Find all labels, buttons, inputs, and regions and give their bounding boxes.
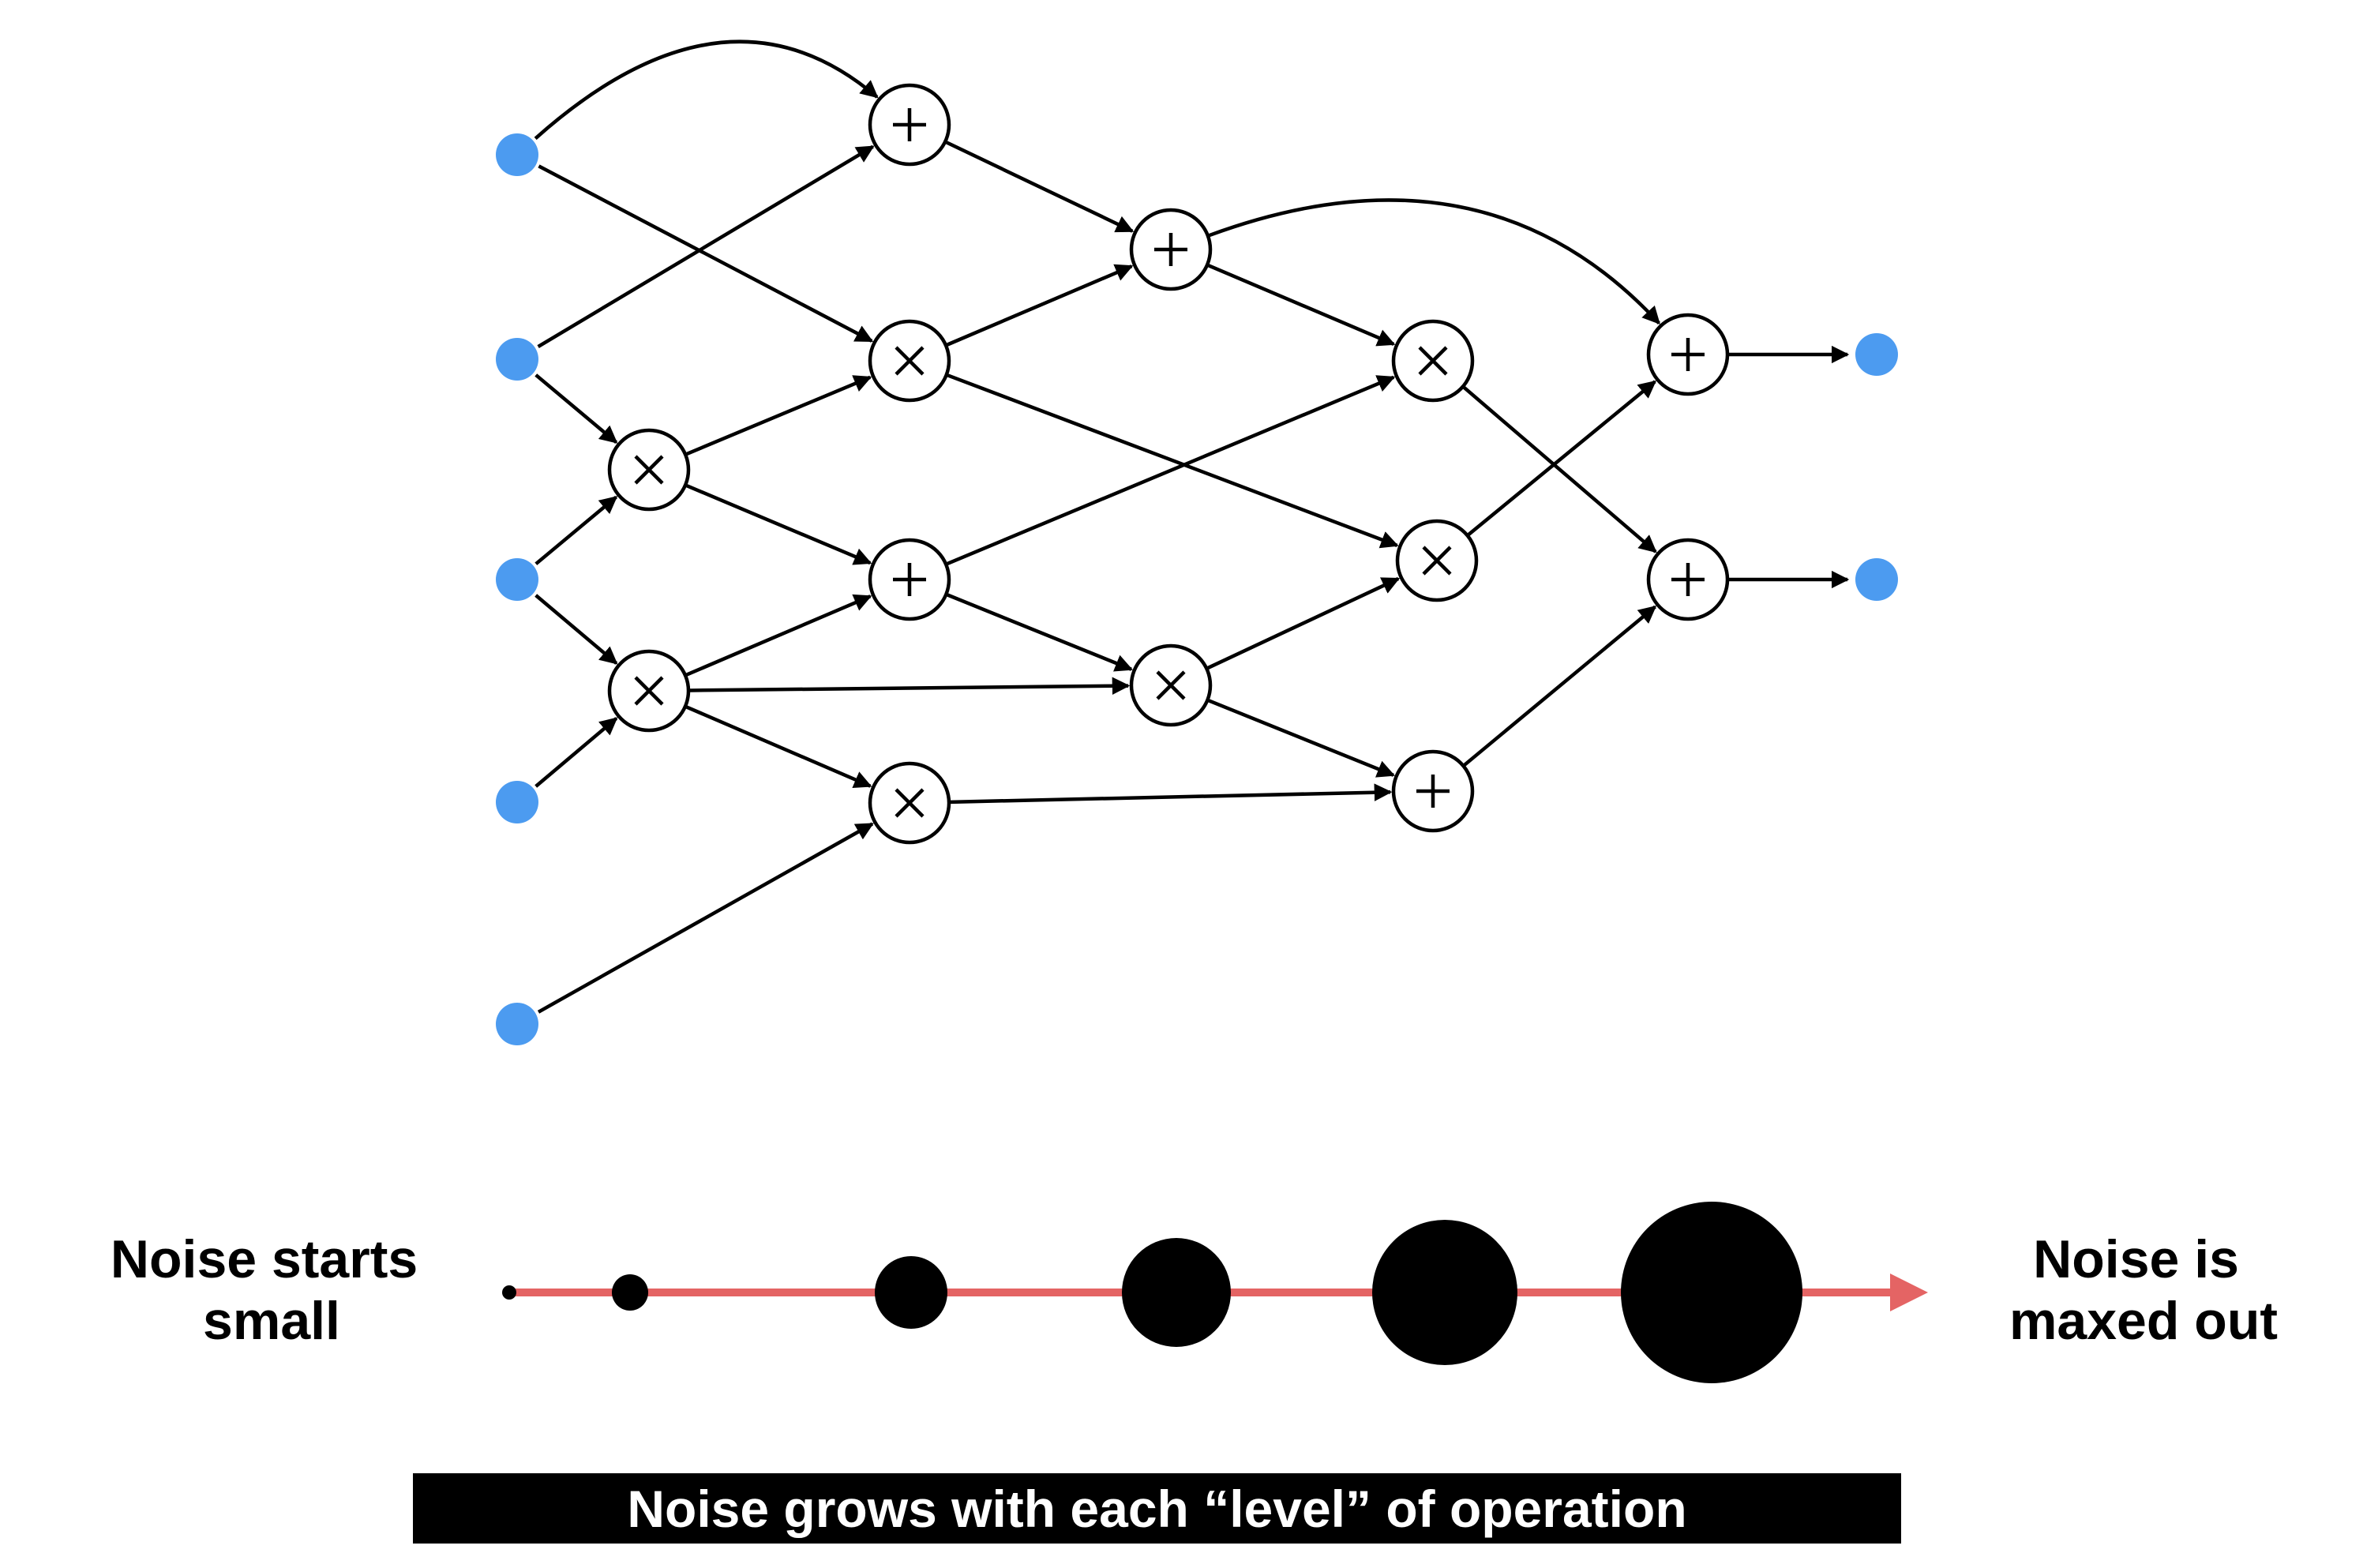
multiply-node-x5 (1395, 519, 1479, 602)
output-node-out2 (1855, 558, 1898, 601)
circuit-nodes (496, 83, 1898, 1045)
noise-dot-level-2 (612, 1274, 648, 1311)
multiply-node-m1 (607, 428, 691, 512)
edge-m2-to-x2 (685, 705, 872, 788)
add-node-a2 (868, 538, 951, 621)
times-icon (1422, 546, 1452, 576)
edge-x3-to-x5 (1207, 576, 1401, 670)
start-label: Noise starts small (111, 1229, 433, 1351)
caption-bar: Noise grows with each “level” of operati… (413, 1473, 1901, 1544)
edge-x5-to-a5 (1467, 380, 1656, 536)
edge-x2-to-a4 (950, 783, 1393, 805)
noise-dot-level-5 (1372, 1220, 1517, 1365)
noise-dot-level-6 (1621, 1202, 1802, 1383)
input-node-in2 (496, 338, 538, 381)
edge-m2-to-x3 (689, 677, 1131, 696)
times-icon (895, 346, 925, 376)
multiply-node-x4 (1391, 319, 1475, 403)
plus-icon (893, 563, 926, 596)
input-node-in5 (496, 1003, 538, 1045)
multiply-node-x1 (868, 319, 951, 403)
times-icon (1418, 346, 1448, 376)
end-label: Noise is maxed out (2009, 1229, 2278, 1351)
start-label-line-1: Noise starts (111, 1229, 418, 1289)
edge-x4-to-a6 (1463, 386, 1657, 553)
edge-m2-to-a2 (685, 594, 872, 677)
caption-text: Noise grows with each “level” of operati… (627, 1479, 1687, 1538)
noise-dots (502, 1202, 1802, 1383)
times-icon (634, 676, 664, 706)
edge-in3-to-m2 (534, 594, 618, 665)
edge-in2-to-a1 (537, 144, 875, 349)
edge-a3-to-x4 (1207, 264, 1396, 347)
edge-a1-to-a3 (945, 141, 1135, 233)
add-node-a5 (1646, 313, 1730, 396)
edge-in1-to-a1 (534, 39, 879, 141)
edge-x1-to-a3 (946, 264, 1134, 347)
end-label-line-1: Noise is (2033, 1229, 2239, 1289)
noise-axis-arrowhead (1890, 1274, 1928, 1311)
edge-in1-to-x1 (538, 164, 874, 343)
edge-m1-to-x1 (686, 375, 872, 456)
plus-icon (1416, 775, 1450, 808)
times-icon (895, 788, 925, 818)
edge-a2-to-x4 (947, 375, 1396, 566)
times-icon (1156, 670, 1186, 700)
output-node-out1 (1855, 333, 1898, 376)
noise-dot-level-3 (875, 1256, 947, 1329)
edge-a2-to-x3 (947, 593, 1134, 672)
edge-x1-to-x5 (947, 373, 1399, 549)
edge-x3-to-a4 (1208, 699, 1396, 778)
input-node-in3 (496, 558, 538, 601)
add-node-a1 (868, 83, 951, 167)
edge-in3-to-m1 (534, 495, 618, 565)
edge-in2-to-m1 (534, 373, 618, 445)
edge-in5-to-x2 (537, 822, 874, 1014)
edge-a4-to-a6 (1463, 605, 1657, 767)
noise-scale: Noise starts small Noise is maxed out (111, 1202, 2278, 1383)
multiply-node-x2 (868, 761, 951, 845)
start-label-line-2: small (203, 1291, 340, 1351)
edge-m1-to-a2 (686, 484, 872, 565)
noise-dot-level-1 (502, 1285, 516, 1300)
edge-in4-to-m2 (534, 717, 618, 788)
add-node-a6 (1646, 538, 1730, 621)
multiply-node-x3 (1129, 643, 1213, 727)
plus-icon (1671, 563, 1705, 596)
edge-a3-to-a5 (1209, 198, 1660, 325)
input-node-in1 (496, 133, 538, 176)
add-node-a3 (1129, 208, 1213, 291)
circuit-edges (534, 39, 1850, 1014)
multiply-node-m2 (607, 649, 691, 733)
plus-icon (893, 108, 926, 141)
input-node-in4 (496, 781, 538, 823)
plus-icon (1671, 338, 1705, 371)
add-node-a4 (1391, 749, 1475, 833)
noise-dot-level-4 (1122, 1238, 1231, 1347)
end-label-line-2: maxed out (2009, 1291, 2278, 1351)
times-icon (634, 455, 664, 485)
plus-icon (1154, 233, 1187, 266)
